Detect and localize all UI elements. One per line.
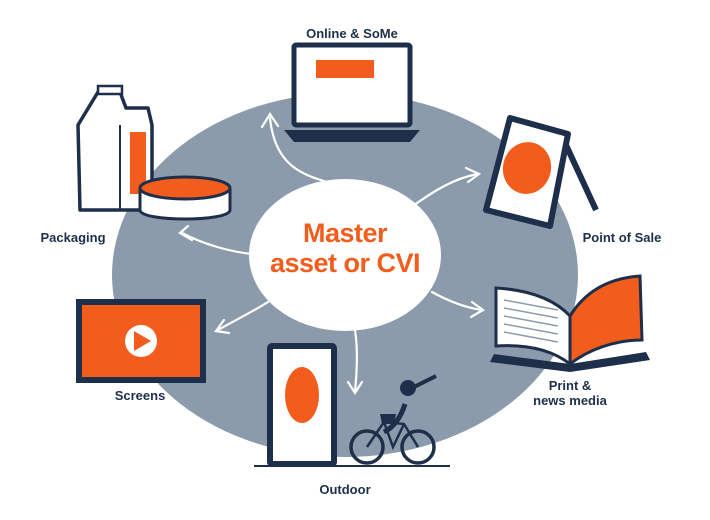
milk-carton-icon — [76, 84, 154, 212]
label-online: Online & SoMe — [306, 26, 398, 41]
arrow-pos-head — [464, 166, 482, 184]
arrow-packaging-head — [178, 224, 194, 242]
arrow-screens — [216, 300, 270, 332]
cyclist-icon — [349, 374, 437, 465]
arrow-print-head — [469, 300, 486, 319]
arrow-outdoor — [353, 328, 358, 394]
label-outdoor: Outdoor — [319, 482, 371, 497]
container-tub-icon — [138, 175, 232, 221]
arrow-print — [430, 290, 484, 312]
label-print-line1: Print & — [548, 378, 592, 393]
arrow-online-head — [260, 111, 280, 129]
arrow-screens-head — [214, 318, 231, 335]
laptop-icon — [284, 42, 420, 142]
arrow-outdoor-head — [346, 380, 364, 396]
arrow-pos — [408, 172, 480, 210]
label-print: Print & news media — [515, 378, 625, 408]
label-point-of-sale: Point of Sale — [582, 230, 662, 245]
open-book-icon — [490, 274, 650, 372]
center-ellipse — [249, 179, 441, 331]
arrow-packaging — [180, 231, 254, 256]
center-title-line2: asset or CVI — [269, 248, 421, 278]
label-packaging: Packaging — [40, 230, 106, 245]
center-title: Master asset or CVI — [255, 218, 435, 278]
label-screens: Screens — [114, 388, 166, 403]
a-frame-sign-icon — [483, 115, 599, 229]
arrows — [178, 111, 486, 396]
label-print-line2: news media — [533, 393, 607, 408]
center-title-line1: Master — [302, 218, 388, 248]
tv-screen-icon — [76, 299, 206, 383]
arrow-online — [268, 116, 332, 185]
outdoor-billboard-icon — [254, 343, 450, 467]
